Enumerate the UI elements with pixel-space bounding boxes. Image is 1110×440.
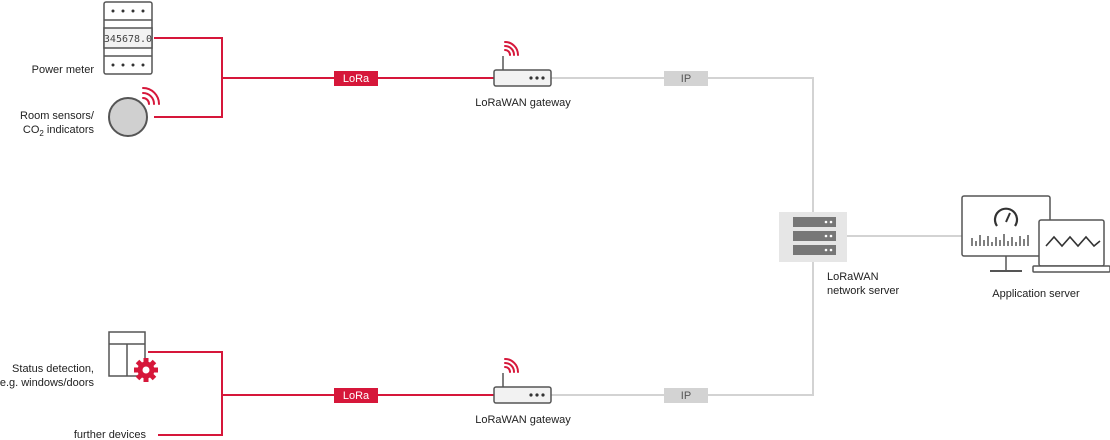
meter-display: 345678.0 [104,34,152,45]
room-sensor-label-line1: Room sensors/ [20,110,95,122]
ip-bottom-link [551,262,814,396]
ip-tag-bottom-text: IP [681,390,691,402]
network-server-label-line1: LoRaWAN [827,271,879,283]
gateway-bottom-label: LoRaWAN gateway [475,414,571,426]
power-meter-label: Power meter [32,64,95,76]
lora-tag-bottom: LoRa [334,388,378,403]
power-meter-icon [103,1,153,75]
ip-tag-top: IP [664,71,708,86]
lora-tag-bottom-text: LoRa [343,390,370,402]
lora-links [148,37,494,436]
monitor-icon [961,195,1051,272]
room-sensor-icon [108,97,148,137]
further-devices-link [158,395,223,436]
room-sensor-signal-icon [142,87,160,105]
status-detection-label-line1: Status detection, [12,363,94,375]
gear-icon [134,358,158,382]
status-detection-link [148,351,223,395]
gateway-bottom-icon [493,358,552,404]
laptop-icon [1032,219,1110,273]
lora-tag-top-text: LoRa [343,73,370,85]
power-meter-link [154,37,223,78]
gateway-top-label: LoRaWAN gateway [475,97,571,109]
lora-tag-top: LoRa [334,71,378,86]
ip-tag-bottom: IP [664,388,708,403]
status-detection-label-line2: e.g. windows/doors [0,377,94,389]
network-server-icon [779,212,847,262]
ip-tag-top-text: IP [681,73,691,85]
ip-links [551,77,962,396]
room-sensor-label-line2: CO2 indicators [23,124,95,138]
application-server-label: Application server [992,288,1080,300]
room-sensor-link [154,78,223,118]
ip-top-link [551,77,814,212]
network-server-label-line2: network server [827,285,899,297]
gateway-top-icon [493,41,552,87]
further-devices-label: further devices [74,429,147,440]
